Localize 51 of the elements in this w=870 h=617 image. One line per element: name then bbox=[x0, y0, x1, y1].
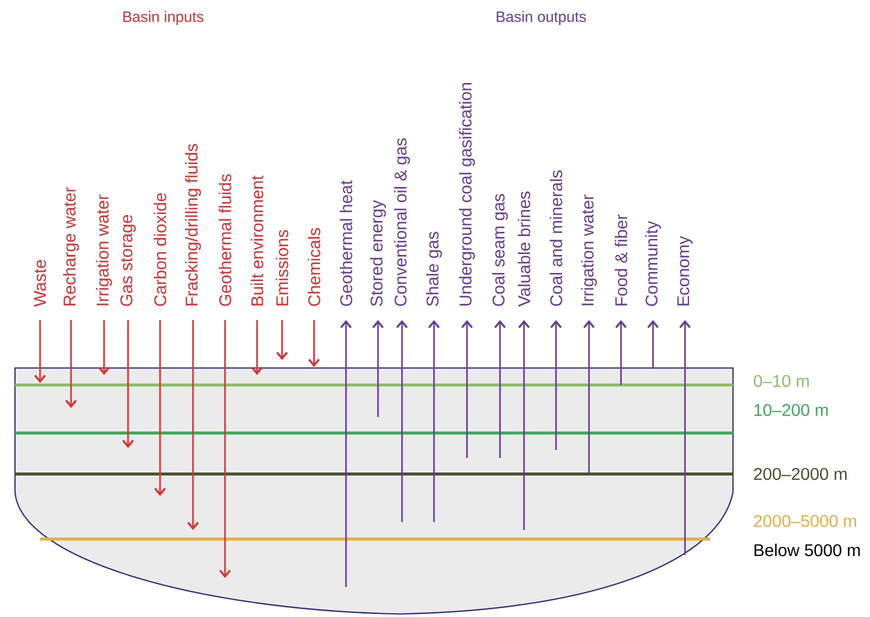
flow-label: Recharge water bbox=[63, 187, 79, 306]
flow-label: Emissions bbox=[276, 230, 288, 306]
arrow bbox=[583, 320, 595, 473]
arrow bbox=[65, 320, 77, 408]
arrow bbox=[461, 320, 473, 458]
arrow bbox=[615, 320, 627, 385]
arrow bbox=[251, 320, 263, 375]
arrow bbox=[494, 320, 506, 458]
arrow bbox=[276, 320, 288, 360]
flow-label: Carbon dioxide bbox=[154, 193, 166, 306]
flow-label: Conventional oil & gas bbox=[394, 138, 410, 306]
depth-label: Below 5000 m bbox=[754, 544, 860, 556]
arrow bbox=[219, 320, 231, 578]
flow-label: Coal seam gas bbox=[492, 194, 508, 306]
flow-label: Economy bbox=[677, 236, 693, 306]
flow-label: Gas storage bbox=[120, 214, 136, 306]
flow-label: Food & fiber bbox=[614, 214, 628, 306]
arrow bbox=[122, 320, 134, 448]
flow-label: Waste bbox=[34, 260, 46, 307]
arrow bbox=[550, 320, 562, 450]
flow-label: Irrigation water bbox=[96, 194, 112, 306]
arrow bbox=[372, 320, 384, 417]
depth-label: 2000–5000 m bbox=[754, 514, 856, 527]
depth-label: 0–10 m bbox=[754, 374, 809, 387]
flow-label: Geothermal heat bbox=[340, 180, 352, 306]
flow-label: Irrigation water bbox=[581, 194, 597, 306]
arrow bbox=[428, 320, 440, 522]
arrow bbox=[154, 320, 166, 496]
arrow bbox=[679, 320, 691, 555]
depth-label: 200–2000 m bbox=[754, 468, 847, 480]
arrow bbox=[98, 320, 110, 375]
flow-label: Geothermal fluids bbox=[218, 174, 232, 306]
arrow bbox=[340, 320, 352, 587]
flow-label: Valuable brines bbox=[518, 192, 530, 307]
heading: Basin outputs bbox=[496, 11, 586, 25]
flow-label: Coal and minerals bbox=[550, 170, 562, 306]
flow-label: Community bbox=[645, 220, 661, 306]
flow-label: Stored energy bbox=[370, 200, 386, 306]
arrow bbox=[518, 320, 530, 530]
flow-label: Fracking/drilling fluids bbox=[185, 144, 201, 306]
flow-label: Shale gas bbox=[426, 232, 442, 306]
flow-label: Chemicals bbox=[308, 228, 320, 306]
arrow bbox=[34, 320, 46, 383]
flow-label: Built environment bbox=[250, 176, 264, 306]
arrow bbox=[396, 320, 408, 522]
arrow bbox=[308, 320, 320, 367]
depth-label: 10–200 m bbox=[754, 404, 828, 416]
heading: Basin inputs bbox=[123, 11, 204, 25]
arrow bbox=[647, 320, 659, 368]
arrow bbox=[187, 320, 199, 530]
flow-label: Underground coal gasification bbox=[459, 83, 475, 306]
